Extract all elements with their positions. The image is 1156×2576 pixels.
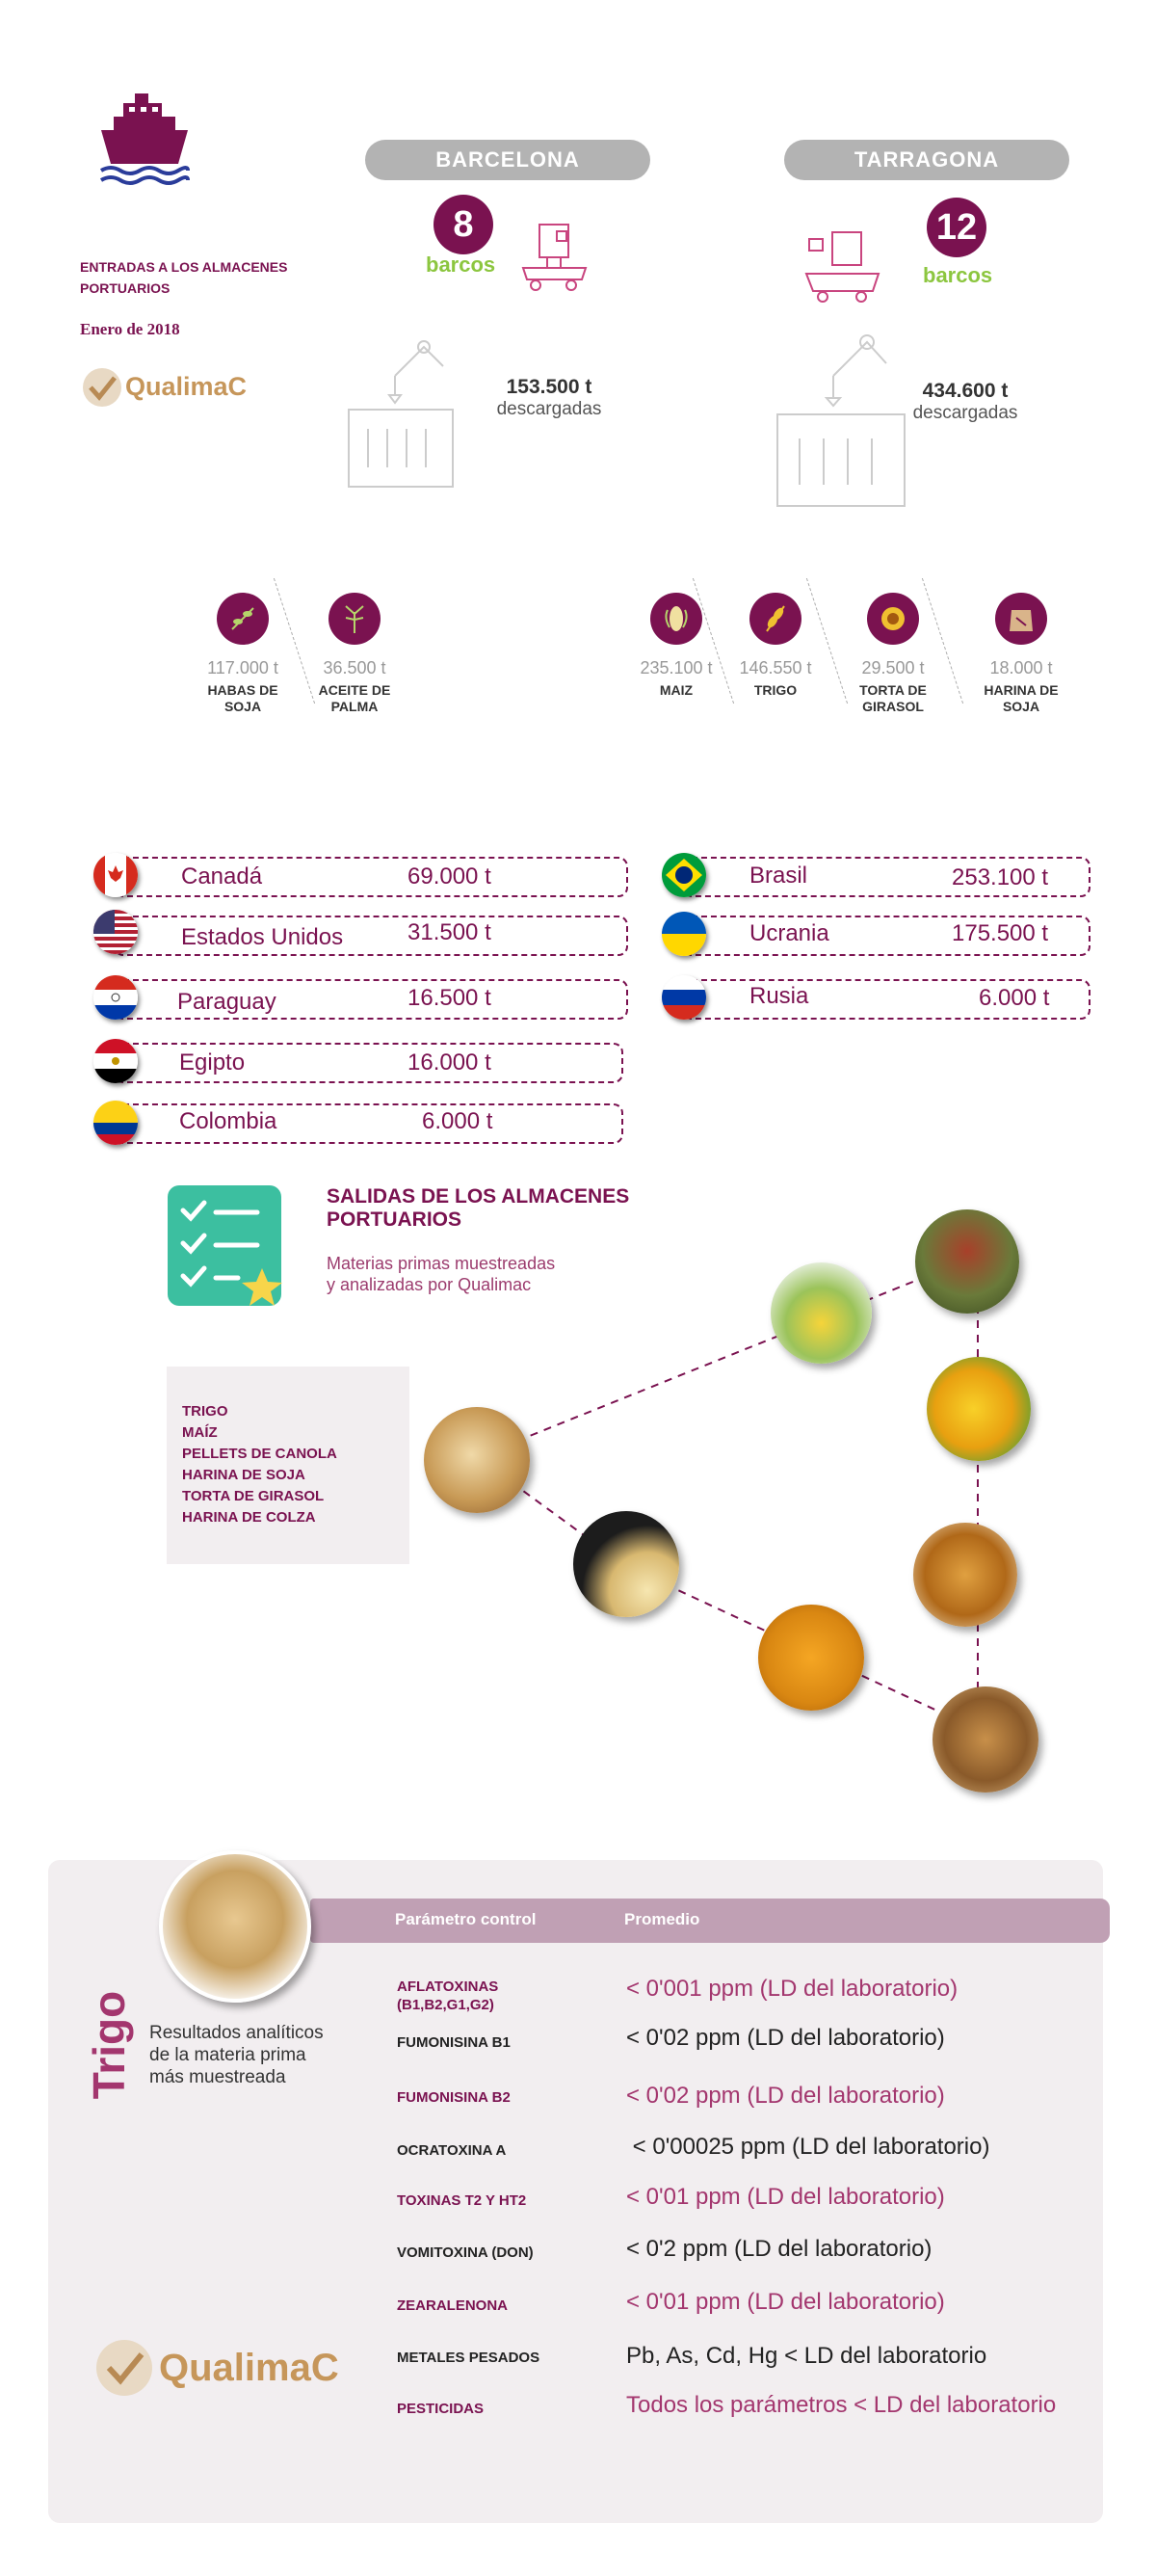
corn-icon [650,593,702,645]
origin-row-canada: Canadá 69.000 t [114,857,628,897]
ship-icon [99,93,190,185]
salidas-subtitle-line2: y analizadas por Qualimac [327,1275,532,1294]
barcelona-tonnage-label: descargadas [496,399,602,419]
origin-row-rusia: Rusia 6.000 t [682,979,1090,1020]
flag-russia-icon [662,975,706,1020]
trigo-caption-line3: más muestreada [149,2067,286,2087]
header-date: Enero de 2018 [80,320,180,338]
flag-egypt-icon [93,1039,138,1083]
barcelona-ship-count: 8 [434,195,493,254]
silo-photo [573,1511,679,1617]
qualimac-logo: QualimaC [81,366,247,411]
flag-colombia-icon [93,1101,138,1145]
qualimac-logo: QualimaC [93,2337,344,2401]
flag-brazil-icon [662,853,706,897]
material-item: HARINA DE SOJA [182,1467,305,1483]
flag-paraguay-icon [93,975,138,1020]
wheat-icon [749,593,801,645]
header-title-line2: PORTUARIOS [80,280,171,296]
material-item: MAÍZ [182,1424,218,1441]
origin-row-usa: Estados Unidos 31.500 t [114,916,628,956]
origin-row-egipto: Egipto 16.000 t [114,1043,623,1083]
trigo-table-header: Parámetro control Promedio [310,1899,1110,1943]
material-item: PELLETS DE CANOLA [182,1446,337,1462]
origin-row-paraguay: Paraguay 16.500 t [114,979,628,1020]
salidas-title-line2: PORTUARIOS [327,1208,462,1231]
crane-container-icon [776,334,906,507]
sorghum-photo [915,1209,1019,1314]
crane-container-icon [348,340,454,488]
origin-row-colombia: Colombia 6.000 t [114,1103,623,1144]
truck-unloader-icon [804,231,880,303]
material-item: HARINA DE COLZA [182,1509,316,1526]
trigo-caption-line2: de la materia prima [149,2045,306,2065]
truck-unloader-icon [521,224,588,291]
materials-box: TRIGO MAÍZ PELLETS DE CANOLA HARINA DE S… [167,1367,409,1564]
trigo-caption-line1: Resultados analíticos [149,2023,324,2043]
product-item: 235.100 t MAIZ [623,593,729,699]
tarragona-ships-label: barcos [923,263,993,287]
port-barcelona-label: BARCELONA [365,140,650,180]
palm-icon [328,593,381,645]
tarragona-tonnage-label: descargadas [912,403,1018,423]
material-item: TRIGO [182,1403,228,1420]
tarragona-tonnage: 434.600 t [922,380,1009,402]
wheat-oil-photo [913,1523,1017,1627]
col-param-header: Parámetro control [395,1910,537,1928]
material-item: TORTA DE GIRASOL [182,1488,325,1504]
barcelona-tonnage: 153.500 t [506,376,592,398]
origin-row-ucrania: Ucrania 175.500 t [682,916,1090,956]
corn-cob-photo [927,1357,1031,1461]
flour-bag-icon [995,593,1047,645]
soy-icon [217,593,269,645]
trigo-photo [159,1850,311,2003]
sunflower-icon [867,593,919,645]
salidas-title-line1: SALIDAS DE LOS ALMACENES [327,1185,630,1208]
wheat-grain-photo [424,1407,530,1513]
header-title-line1: ENTRADAS A LOS ALMACENES [80,259,288,275]
col-avg-header: Promedio [624,1910,700,1928]
port-tarragona-label: TARRAGONA [784,140,1069,180]
tarragona-ship-count: 12 [927,198,986,257]
wheat-ear-photo [933,1686,1038,1793]
trigo-title: Trigo [84,1990,134,2100]
barcelona-ships-label: barcos [426,252,496,277]
salidas-subtitle-line1: Materias primas muestreadas [327,1254,556,1273]
corn-field-photo [771,1262,872,1364]
cornmeal-photo [758,1605,864,1711]
flag-usa-icon [93,910,138,954]
checklist-star-icon [168,1185,282,1306]
flag-ukraine-icon [662,912,706,956]
product-item: 146.550 t TRIGO [722,593,828,699]
